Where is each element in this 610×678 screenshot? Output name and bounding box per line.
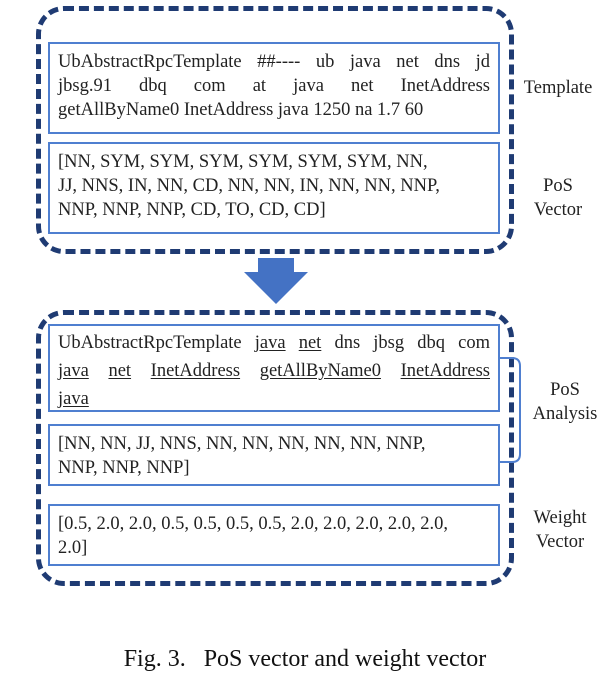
weight-vector-label: Weight Vector — [533, 508, 587, 552]
underlined-token: net — [108, 361, 132, 381]
template-line: getAllByName0 InetAddress java 1250 na 1… — [58, 100, 424, 120]
analysis-bracket — [500, 357, 521, 463]
analysis-pos-line: [NN, NN, JJ, NNS, NN, NN, NN, NN, NN, NN… — [58, 434, 426, 454]
analysis-pos-box: [NN, NN, JJ, NNS, NN, NN, NN, NN, NN, NN… — [48, 424, 500, 486]
template-line: jbsg.91 dbq com at java net InetAddress — [58, 76, 490, 96]
token: UbAbstractRpcTemplate — [58, 333, 242, 353]
pos-vector-box: [NN, SYM, SYM, SYM, SYM, SYM, SYM, NN, J… — [48, 142, 500, 234]
analysis-pos-line: NNP, NNP, NNP] — [58, 458, 190, 478]
template-box: UbAbstractRpcTemplate ##---- ub java net… — [48, 42, 500, 134]
pos-analysis-label: PoS Analysis — [532, 380, 598, 424]
pos-vector-line: JJ, NNS, IN, NN, CD, NN, NN, IN, NN, NN,… — [58, 176, 440, 196]
underlined-token: java — [254, 333, 286, 353]
pos-vector-line: [NN, SYM, SYM, SYM, SYM, SYM, SYM, NN, — [58, 152, 428, 172]
weight-vector-line: 2.0] — [58, 538, 88, 558]
arrow-down-icon — [244, 258, 308, 304]
token: jbsg — [373, 333, 405, 353]
pos-vector-line: NNP, NNP, NNP, CD, TO, CD, CD] — [58, 200, 326, 220]
underlined-token: java — [58, 361, 89, 381]
underlined-token: InetAddress — [150, 361, 241, 381]
template-line: UbAbstractRpcTemplate ##---- ub java net… — [58, 52, 490, 72]
token: dbq — [417, 333, 445, 353]
top-dashed-group — [36, 6, 514, 254]
pos-vector-label: PoS Vector — [533, 176, 583, 220]
weight-vector-box: [0.5, 2.0, 2.0, 0.5, 0.5, 0.5, 0.5, 2.0,… — [48, 504, 500, 566]
figure-caption: Fig. 3. PoS vector and weight vector — [123, 646, 487, 672]
underlined-token: net — [298, 333, 322, 353]
underlined-token: java — [58, 389, 89, 409]
token: com — [458, 333, 490, 353]
underlined-token: getAllByName0 — [259, 361, 381, 381]
template-label: Template — [523, 78, 593, 98]
underlined-token: InetAddress — [400, 361, 490, 381]
token: dns — [334, 333, 361, 353]
weight-vector-line: [0.5, 2.0, 2.0, 0.5, 0.5, 0.5, 0.5, 2.0,… — [58, 514, 449, 534]
bottom-dashed-group — [36, 310, 514, 586]
analysis-line: java — [58, 387, 490, 411]
